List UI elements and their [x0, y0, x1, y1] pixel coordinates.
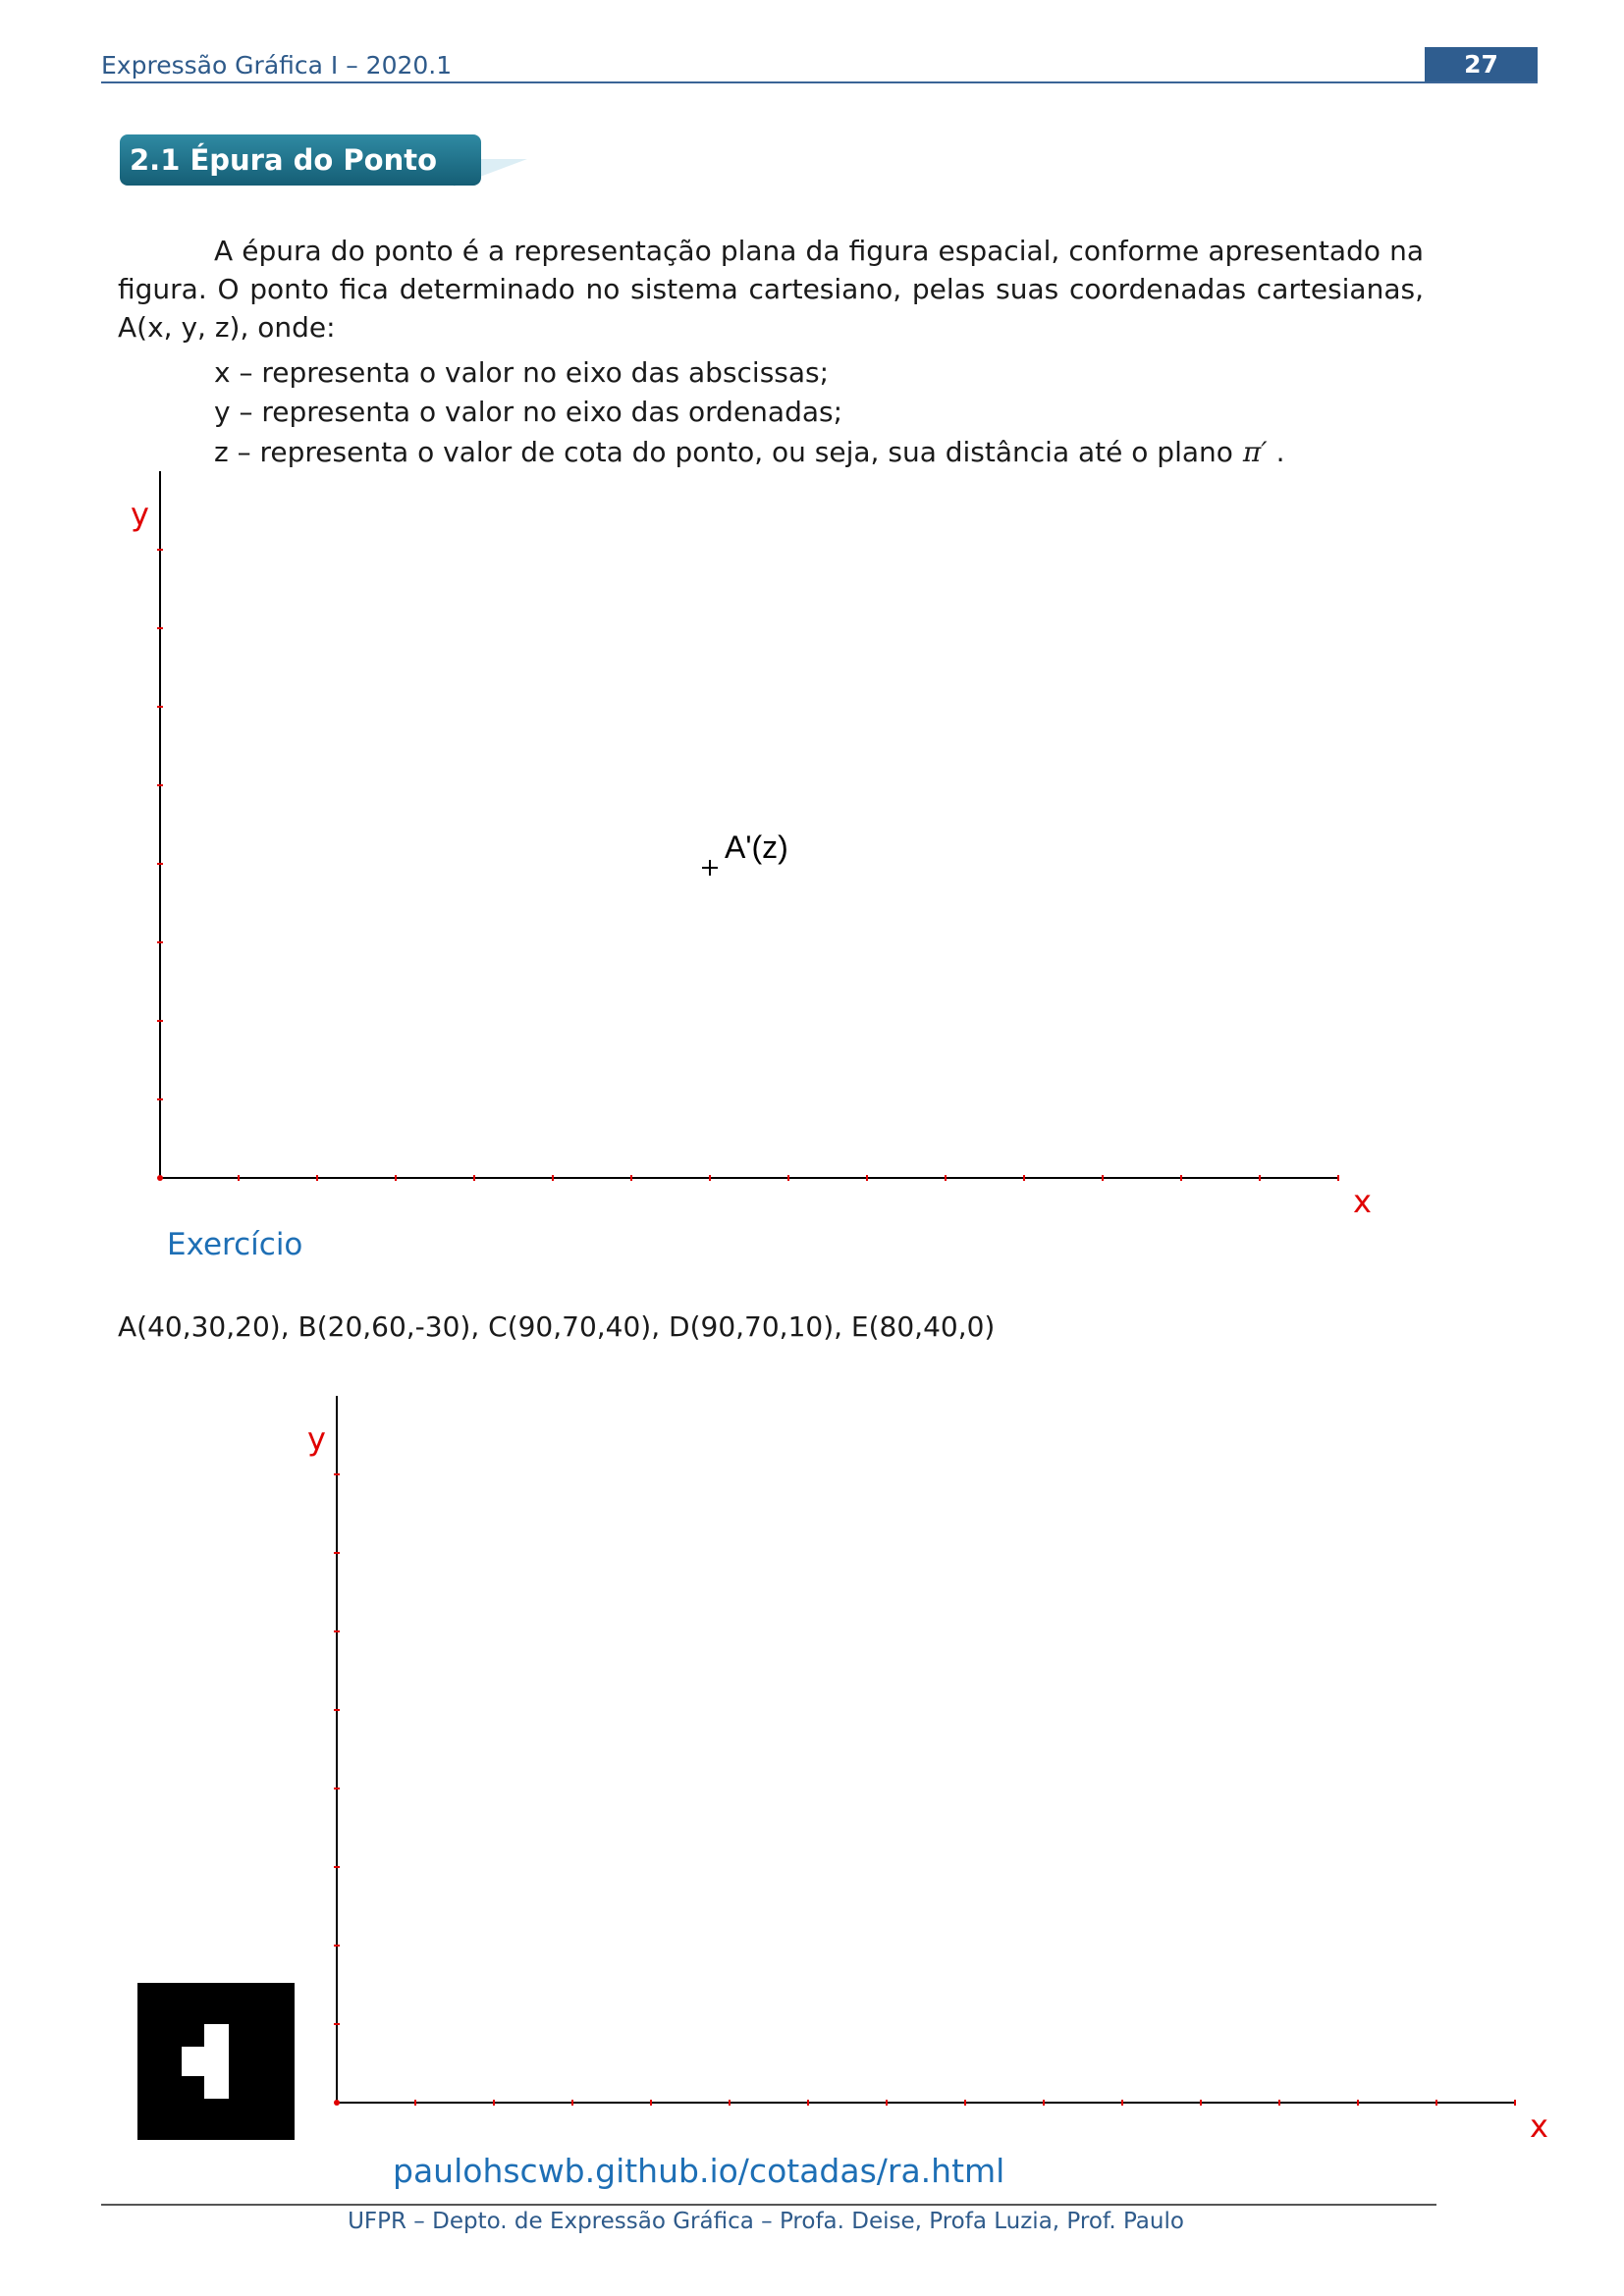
epura-plot-2-group: xy — [307, 1396, 1548, 2145]
x-axis-label: x — [1353, 1183, 1372, 1220]
footer-divider — [101, 2204, 1436, 2206]
x-axis-label: x — [1530, 2108, 1548, 2145]
y-axis-label: y — [131, 496, 149, 533]
definition-y: y – representa o valor no eixo das orden… — [214, 396, 843, 428]
definition-z-end: . — [1275, 436, 1285, 468]
intro-paragraph: A épura do ponto é a representação plana… — [118, 235, 1424, 344]
definition-x: x – representa o valor no eixo das absci… — [214, 356, 830, 389]
section-heading: 2.1 Épura do Ponto — [120, 134, 481, 186]
origin-marker — [334, 2100, 340, 2106]
definition-z-text: z – representa o valor de cota do ponto,… — [214, 436, 1233, 468]
origin-marker — [157, 1175, 163, 1181]
qr-code — [137, 1983, 295, 2140]
page-number: 27 — [1425, 47, 1538, 82]
y-axis-label: y — [307, 1420, 326, 1458]
resource-link[interactable]: paulohscwb.github.io/cotadas/ra.html — [393, 2152, 1005, 2190]
exercise-points: A(40,30,20), B(20,60,-30), C(90,70,40), … — [118, 1310, 996, 1343]
qr-code-mark — [182, 2047, 206, 2076]
document-header-title: Expressão Gráfica I – 2020.1 — [101, 51, 453, 80]
pi-prime-symbol: π′ — [1242, 436, 1268, 468]
epura-plot-1-group: x yA'(z) — [131, 471, 1372, 1220]
qr-code-mark — [204, 2024, 229, 2099]
exercise-title: Exercício — [167, 1227, 303, 1262]
header-divider — [101, 81, 1538, 83]
footer-text: UFPR – Depto. de Expressão Gráfica – Pro… — [348, 2209, 1184, 2234]
definition-z: z – representa o valor de cota do ponto,… — [214, 433, 1284, 471]
point-label: A'(z) — [725, 829, 788, 865]
